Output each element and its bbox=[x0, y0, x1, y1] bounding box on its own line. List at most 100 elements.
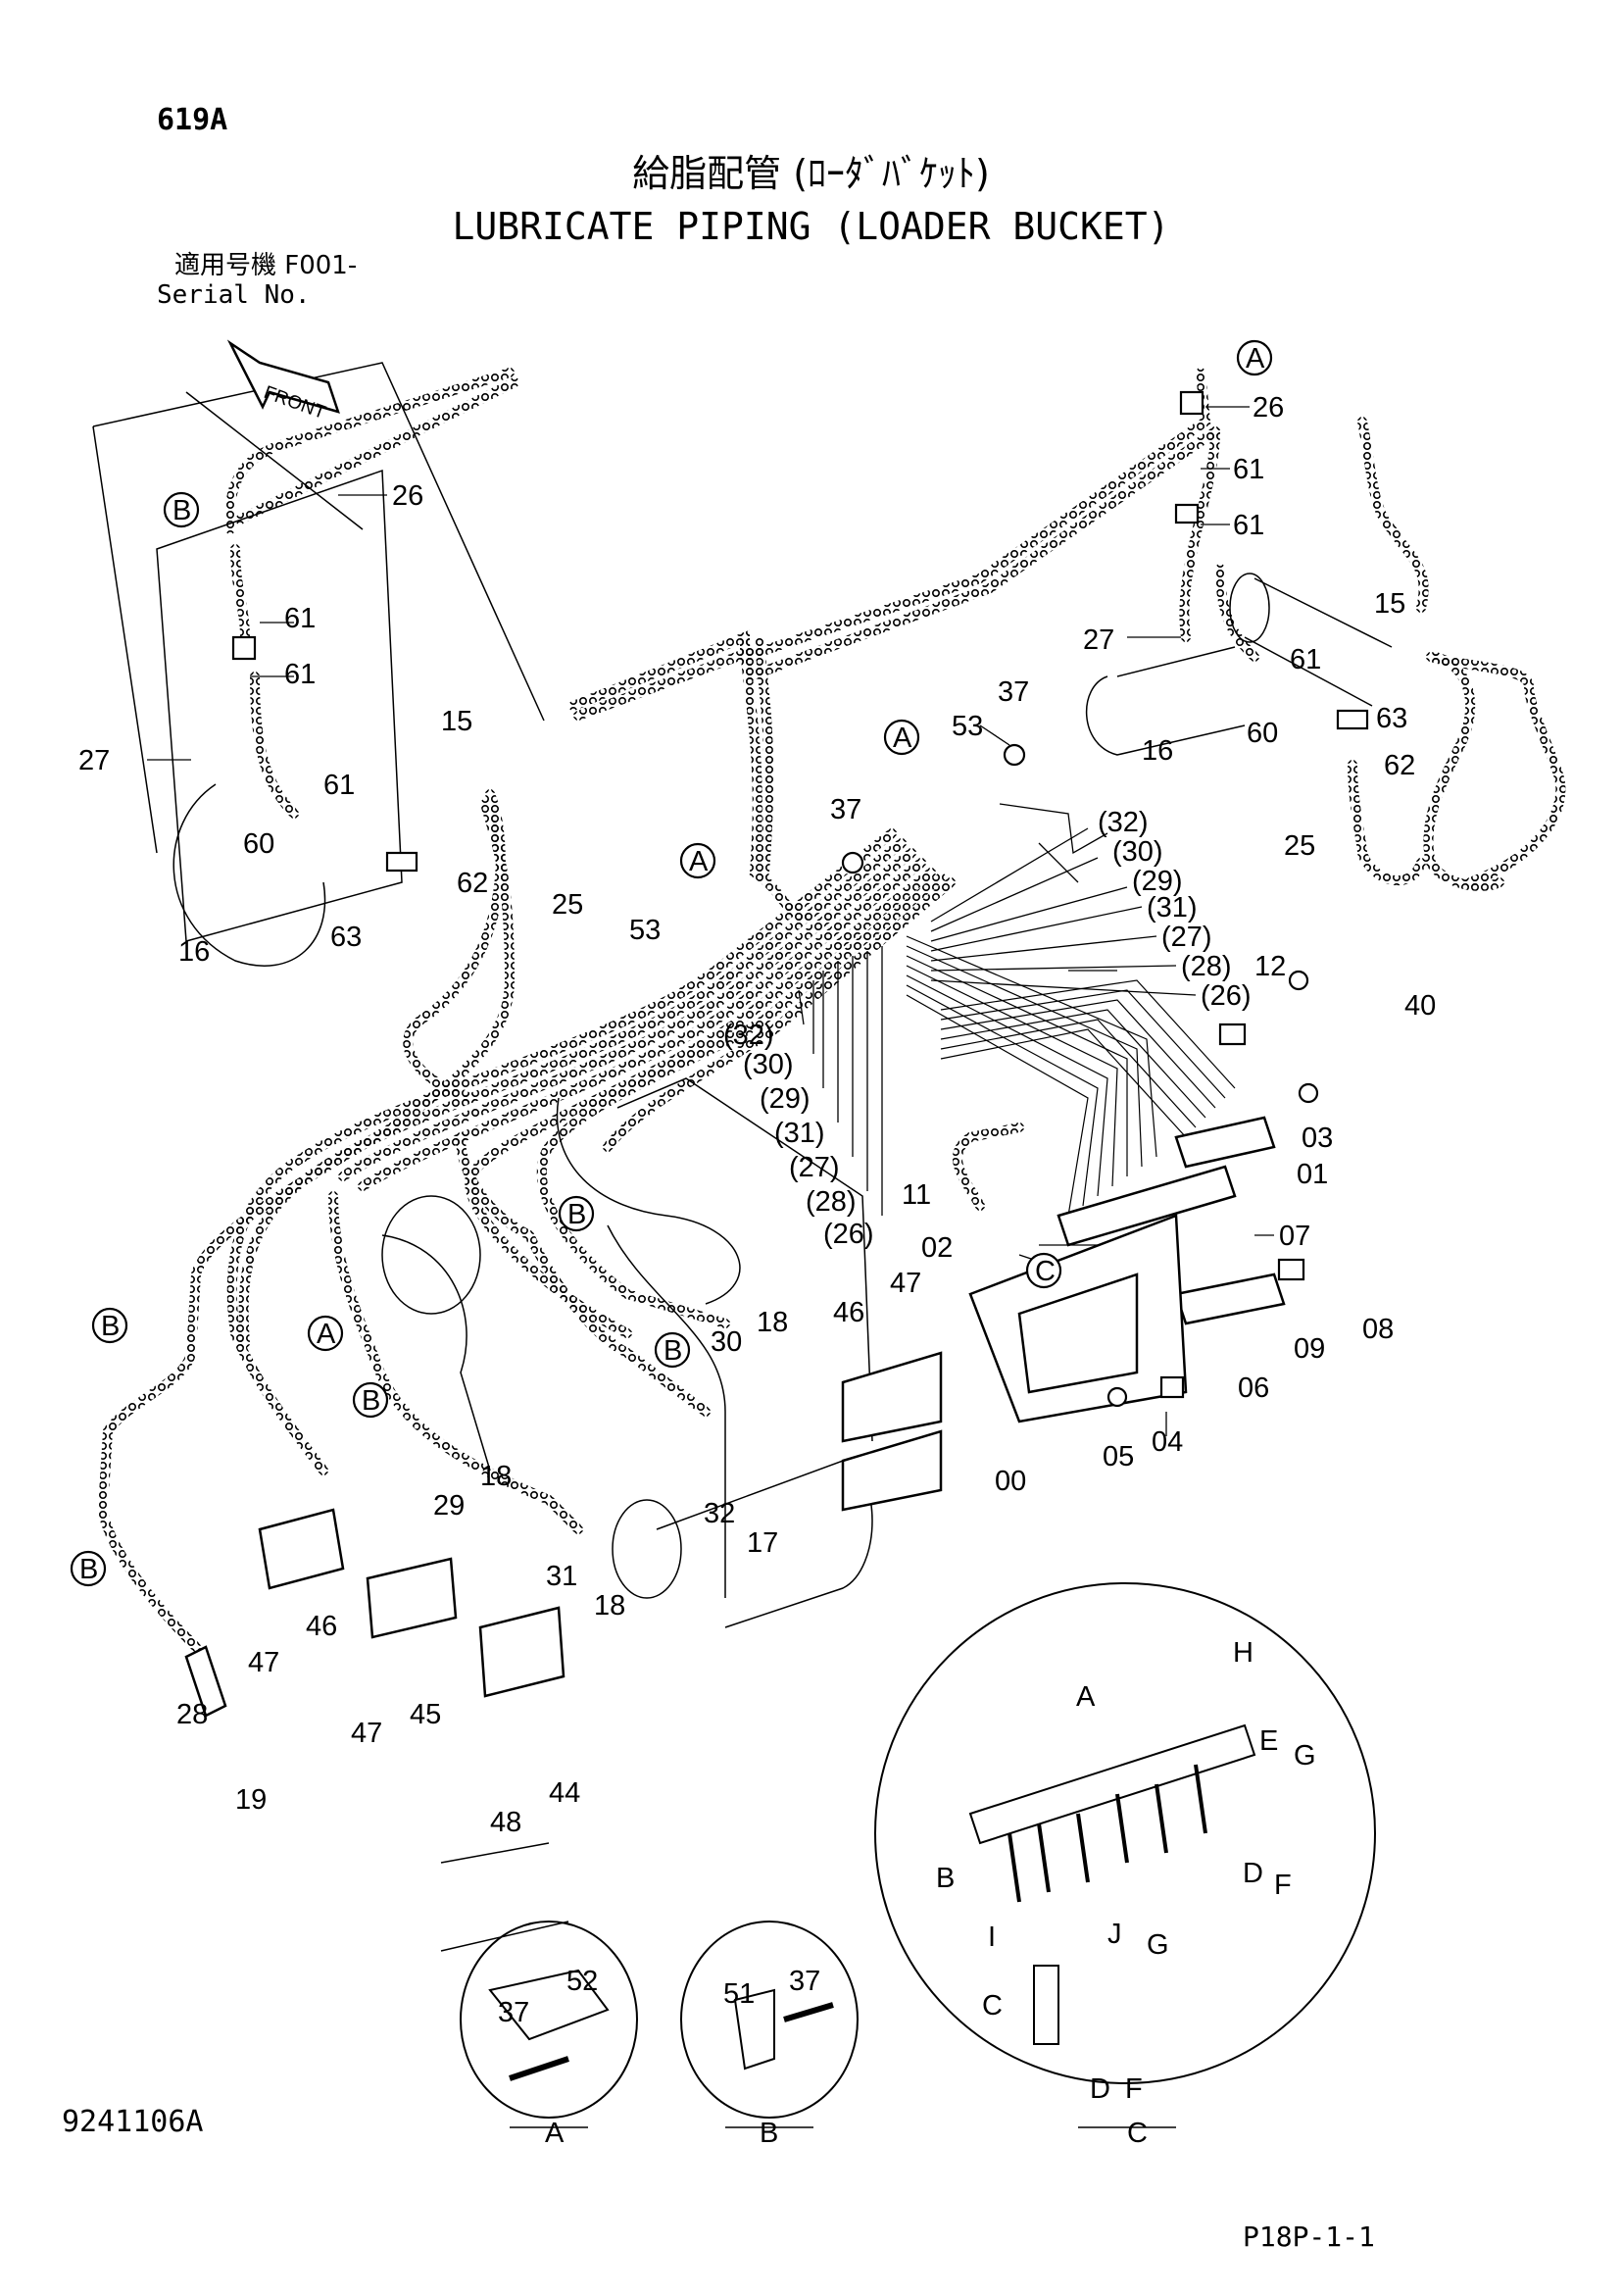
callout-16-left: 16 bbox=[178, 936, 210, 968]
callout-18-a: 18 bbox=[757, 1307, 788, 1338]
distribution-lines bbox=[906, 935, 1236, 1217]
bubble-a-1: A bbox=[1246, 343, 1265, 374]
bubble-a-4: A bbox=[317, 1319, 336, 1350]
callout-p29-right: (29) bbox=[1132, 866, 1183, 897]
callout-61-l2: 61 bbox=[284, 659, 316, 690]
bubble-c-1: C bbox=[1035, 1256, 1056, 1287]
callout-labels: 26 26 61 61 61 61 61 61 27 27 15 15 16 1… bbox=[78, 392, 1436, 2028]
callout-15-left: 15 bbox=[441, 706, 472, 737]
machine-outline bbox=[92, 362, 1393, 1952]
callout-p28-right: (28) bbox=[1181, 951, 1232, 982]
detail-c-letter-f2: F bbox=[1125, 2073, 1143, 2105]
callout-11: 11 bbox=[902, 1179, 931, 1211]
detail-captions: A B C bbox=[510, 2118, 1176, 2149]
callout-p27-right: (27) bbox=[1161, 922, 1212, 953]
callout-53-left: 53 bbox=[629, 915, 661, 946]
callout-47-b: 47 bbox=[248, 1647, 279, 1678]
callout-48: 48 bbox=[490, 1807, 521, 1838]
callout-p31-right: (31) bbox=[1147, 892, 1198, 923]
callout-p30-right: (30) bbox=[1112, 836, 1163, 868]
detail-c-letter-g1: G bbox=[1294, 1740, 1316, 1772]
detail-c-letters: A B C D D E F F G G H I J bbox=[936, 1637, 1316, 2105]
callout-p26-right: (26) bbox=[1201, 980, 1252, 1012]
callout-17: 17 bbox=[747, 1527, 778, 1559]
callout-15-right: 15 bbox=[1374, 588, 1405, 620]
letter-bubbles bbox=[70, 339, 1273, 1587]
detail-c-letter-i: I bbox=[988, 1922, 996, 1953]
bubble-a-3: A bbox=[689, 846, 709, 877]
callout-12: 12 bbox=[1254, 951, 1286, 982]
callout-61-l3: 61 bbox=[323, 770, 355, 801]
detail-c-letter-j: J bbox=[1107, 1919, 1122, 1950]
callout-63-left: 63 bbox=[330, 922, 362, 953]
callout-61-l1: 61 bbox=[284, 603, 316, 634]
detail-caption-a: A bbox=[545, 2118, 565, 2149]
callout-p27-left: (27) bbox=[789, 1152, 840, 1183]
callout-29: 29 bbox=[433, 1490, 465, 1522]
detail-circle-b bbox=[680, 1921, 859, 2119]
serial-label-japanese: 適用号機 F001- bbox=[174, 251, 358, 280]
brackets bbox=[184, 1351, 943, 1718]
callout-52: 52 bbox=[566, 1966, 598, 1997]
callout-61-r3: 61 bbox=[1290, 644, 1321, 675]
callout-06: 06 bbox=[1238, 1373, 1269, 1404]
callout-31: 31 bbox=[546, 1561, 577, 1592]
callout-p26-left: (26) bbox=[823, 1219, 874, 1250]
document-id: 9241106A bbox=[62, 2105, 204, 2139]
bubble-b-5: B bbox=[101, 1311, 120, 1342]
callout-46-b: 46 bbox=[306, 1611, 337, 1642]
callout-28: 28 bbox=[176, 1699, 208, 1730]
detail-c-letter-e: E bbox=[1259, 1725, 1278, 1757]
callout-32: 32 bbox=[704, 1498, 735, 1529]
callout-27-left: 27 bbox=[78, 745, 110, 776]
letter-bubble-text: A A A A B B B B B B C bbox=[79, 343, 1265, 1585]
callout-p30-left: (30) bbox=[743, 1049, 794, 1080]
title-english: LUBRICATE PIPING (LOADER BUCKET) bbox=[452, 205, 1170, 248]
callout-25-right: 25 bbox=[1284, 830, 1315, 862]
callout-05: 05 bbox=[1103, 1441, 1134, 1472]
callout-30: 30 bbox=[711, 1326, 742, 1358]
callout-p32-left: (32) bbox=[723, 1020, 774, 1051]
page-reference: P18P-1-1 bbox=[1243, 2221, 1375, 2253]
detail-c-letter-d1: D bbox=[1243, 1858, 1263, 1889]
callout-60-left: 60 bbox=[243, 828, 274, 860]
callout-07: 07 bbox=[1279, 1221, 1310, 1252]
detail-c-letter-a: A bbox=[1076, 1681, 1096, 1713]
serial-label-english: Serial No. bbox=[157, 280, 311, 310]
callout-01: 01 bbox=[1297, 1159, 1328, 1190]
callout-16-right: 16 bbox=[1142, 735, 1173, 767]
callout-45: 45 bbox=[410, 1699, 441, 1730]
callout-19: 19 bbox=[235, 1784, 267, 1816]
distributor-block bbox=[968, 1116, 1286, 1423]
callout-46-a: 46 bbox=[833, 1297, 864, 1328]
callout-00: 00 bbox=[995, 1466, 1026, 1497]
callout-25-left: 25 bbox=[552, 889, 583, 921]
callout-18-c: 18 bbox=[594, 1590, 625, 1622]
callout-40: 40 bbox=[1404, 990, 1436, 1022]
callout-37-top: 37 bbox=[998, 676, 1029, 708]
bubble-a-2: A bbox=[893, 723, 912, 754]
callout-44: 44 bbox=[549, 1777, 580, 1809]
bubble-b-3: B bbox=[362, 1385, 380, 1417]
bubble-b-6: B bbox=[79, 1554, 98, 1585]
callout-61-r2: 61 bbox=[1233, 510, 1264, 541]
callout-09: 09 bbox=[1294, 1333, 1325, 1365]
detail-c-letter-c: C bbox=[982, 1990, 1003, 2021]
detail-c-letter-h: H bbox=[1233, 1637, 1253, 1669]
detail-c-letter-f1: F bbox=[1274, 1870, 1292, 1901]
page-code: 619A bbox=[157, 103, 228, 137]
detail-caption-b: B bbox=[760, 2118, 778, 2149]
detail-circle-a bbox=[460, 1921, 638, 2119]
front-arrow: FRONT bbox=[226, 339, 340, 424]
callout-37-detail-b: 37 bbox=[789, 1966, 820, 1997]
leader-lines bbox=[147, 406, 1274, 1436]
callout-62-right: 62 bbox=[1384, 750, 1415, 781]
callout-61-r1: 61 bbox=[1233, 454, 1264, 485]
title-japanese: 給脂配管 (ﾛｰﾀﾞﾊﾞｹｯﾄ) bbox=[632, 152, 990, 195]
detail-caption-c: C bbox=[1127, 2118, 1148, 2149]
callout-04: 04 bbox=[1152, 1426, 1183, 1458]
callout-p28-left: (28) bbox=[806, 1186, 857, 1218]
callout-02: 02 bbox=[921, 1232, 953, 1264]
callout-63-right: 63 bbox=[1376, 703, 1407, 734]
callout-51: 51 bbox=[723, 1978, 755, 2010]
